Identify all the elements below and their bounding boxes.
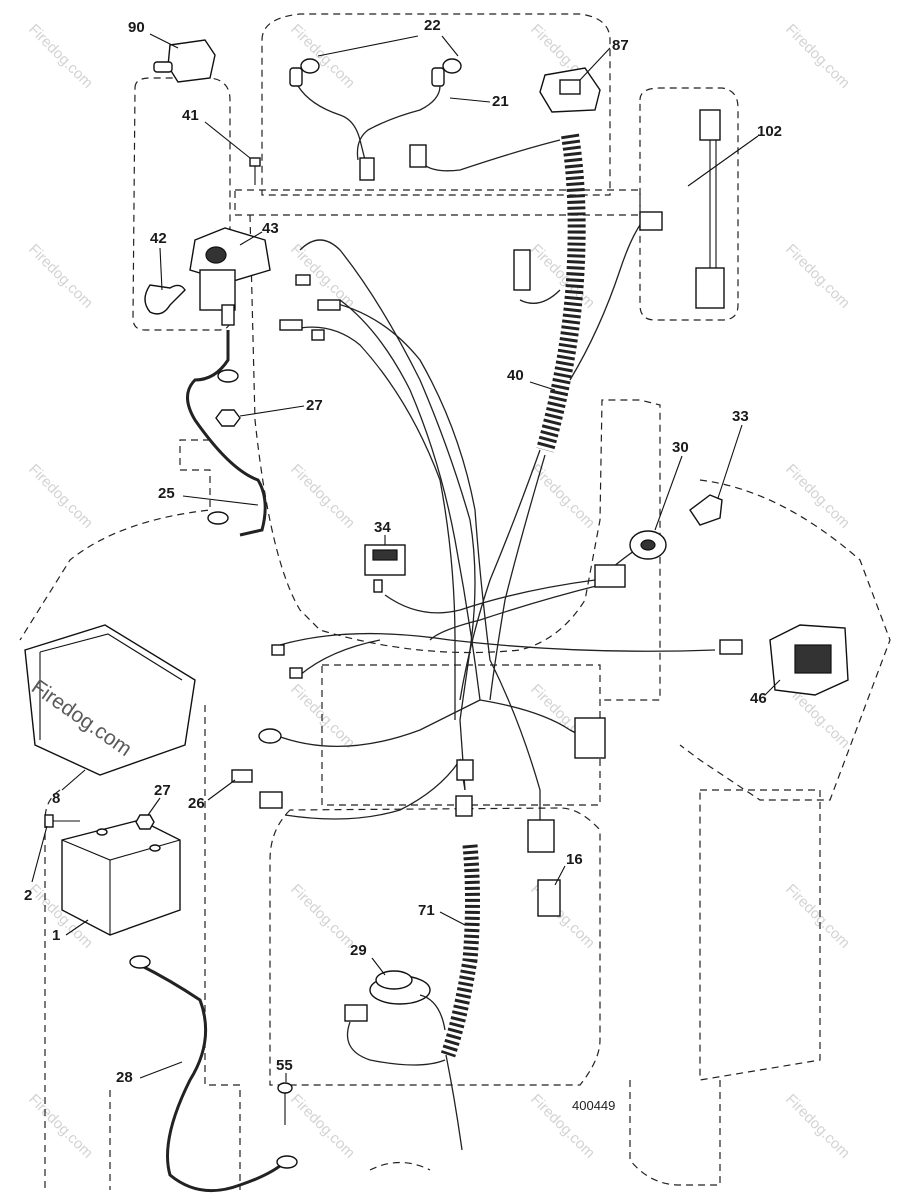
callout: 43 (262, 220, 279, 237)
callout: 8 (52, 790, 60, 807)
part-43-solenoid (189, 227, 271, 326)
connector-block (527, 819, 555, 853)
watermark: Firedog.com (287, 881, 358, 952)
part-46-hour-meter (769, 624, 849, 696)
connector-plug (344, 1004, 368, 1022)
watermark-grid: Firedog.com Firedog.com Firedog.com Fire… (25, 21, 853, 1162)
connector-plug (639, 211, 663, 231)
ring-terminal (276, 1155, 298, 1169)
part-29-button (369, 970, 431, 1005)
watermark: Firedog.com (782, 241, 853, 312)
connector-block (574, 717, 606, 759)
connector-block (455, 795, 473, 817)
part-8-battery-tray (24, 624, 196, 776)
part-27-nut (215, 409, 241, 427)
callout: 40 (507, 367, 524, 384)
callout: 21 (492, 93, 509, 110)
loom-lead (445, 1054, 463, 1151)
callout: 42 (150, 230, 167, 247)
callout: 25 (158, 485, 175, 502)
part-30-ignition-switch (629, 530, 667, 560)
part-26-fuse (231, 769, 253, 783)
cable-terminal (207, 511, 229, 525)
terminal (271, 644, 285, 656)
tractor-outline (19, 13, 891, 1190)
part-21-light-harness (297, 85, 441, 161)
callout: 1 (52, 927, 60, 944)
watermark: Firedog.com (25, 1091, 96, 1162)
main-harness (274, 139, 716, 830)
part-27-nut (135, 814, 155, 830)
part-40-loom (536, 133, 586, 453)
callout: 46 (750, 690, 767, 707)
part-33-key (689, 494, 723, 526)
watermark: Firedog.com (527, 461, 598, 532)
callout: 41 (182, 107, 199, 124)
watermark: Firedog.com (527, 241, 598, 312)
part-34-switch (364, 544, 406, 593)
callout: 16 (566, 851, 583, 868)
callout: 87 (612, 37, 629, 54)
part-2-bolt (44, 814, 80, 828)
part-87-relay (539, 67, 601, 113)
watermark: Firedog.com (25, 461, 96, 532)
callout: 2 (24, 887, 32, 904)
terminal (279, 319, 303, 331)
watermark: Firedog.com (782, 21, 853, 92)
part-16-plug (537, 879, 561, 917)
watermark: Firedog.com (287, 681, 358, 752)
callout: 27 (306, 397, 323, 414)
watermark: Firedog.com (25, 21, 96, 92)
light-harness-plug (359, 157, 375, 181)
callout: 27 (154, 782, 171, 799)
watermark: Firedog.com (287, 461, 358, 532)
ring-terminal (129, 955, 151, 969)
part-90-connector (153, 39, 216, 83)
watermark: Firedog.com (782, 881, 853, 952)
callout: 30 (672, 439, 689, 456)
callout: 29 (350, 942, 367, 959)
part-1-battery (61, 819, 181, 936)
callout: 22 (424, 17, 441, 34)
part-25-cable (186, 330, 267, 537)
terminal (289, 667, 303, 679)
drawing-number: 400449 (572, 1098, 615, 1113)
callout: 55 (276, 1057, 293, 1074)
part-28-cable (139, 963, 286, 1193)
watermark: Firedog.com (782, 1091, 853, 1162)
part-42-boot (144, 284, 186, 315)
callout: 33 (732, 408, 749, 425)
callout: 28 (116, 1069, 133, 1086)
callout: 90 (128, 19, 145, 36)
watermark: Firedog.com (782, 461, 853, 532)
part-41-bolt (249, 157, 261, 185)
callout: 26 (188, 795, 205, 812)
watermark: Firedog.com (25, 241, 96, 312)
connector-plug (409, 144, 427, 168)
terminal (295, 274, 311, 286)
button-wire (346, 994, 446, 1066)
callout: 34 (374, 519, 391, 536)
part-71-loom (440, 844, 480, 1058)
callout: 71 (418, 902, 435, 919)
watermark: Firedog.com (287, 1091, 358, 1162)
connector-block (456, 759, 474, 781)
cable-terminal (217, 369, 239, 383)
connector-block (594, 564, 626, 588)
part-55-bolt (277, 1082, 293, 1125)
ring-terminal (258, 728, 282, 744)
part-26-fuse-holder (259, 791, 283, 809)
callouts: 90 22 87 41 21 102 42 43 27 40 33 30 25 … (24, 17, 782, 1086)
part-22-bulbs (289, 58, 462, 87)
terminal (311, 329, 325, 341)
part-102-harness (695, 109, 725, 309)
connector-plug (513, 249, 531, 291)
callout: 102 (757, 123, 782, 140)
terminal (719, 639, 743, 655)
terminal (317, 299, 341, 311)
